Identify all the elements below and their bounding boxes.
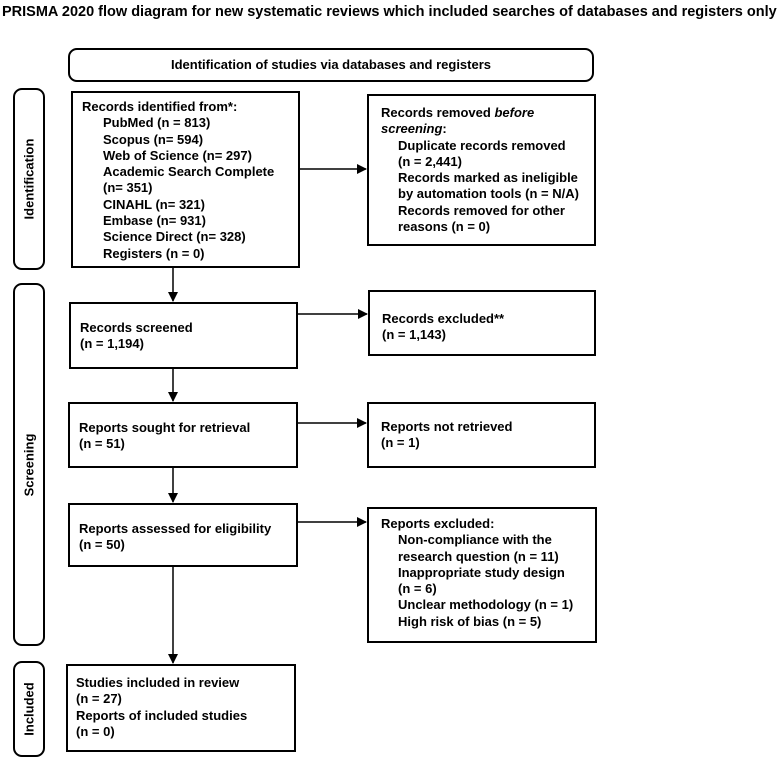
removed-line: by automation tools (n = N/A) — [398, 186, 579, 202]
source-line: Scopus (n= 594) — [103, 131, 204, 147]
exclusion-reason-line: Inappropriate study design — [398, 564, 565, 580]
source-line: Academic Search Complete — [103, 164, 275, 180]
records-excluded-box: Records excluded** (n = 1,143) — [368, 290, 596, 356]
records-removed-heading: Records removed before — [381, 105, 535, 120]
reports-excluded-items: Non-compliance with the research questio… — [381, 532, 595, 630]
source-line: Registers (n = 0) — [103, 245, 205, 261]
records-screened-label: Records screened — [80, 320, 193, 335]
records-removed-items: Duplicate records removed (n = 2,441) Re… — [381, 138, 594, 236]
source-line: CINAHL (n= 321) — [103, 196, 205, 212]
reports-not-retrieved-box: Reports not retrieved (n = 1) — [367, 402, 596, 468]
exclusion-reason-line: Unclear methodology (n = 1) — [398, 597, 574, 613]
included-line: Studies included in review — [76, 675, 240, 690]
records-removed-heading-cont: screening: — [381, 121, 447, 137]
records-screened-count: (n = 1,194) — [80, 336, 144, 352]
included-line: (n = 0) — [76, 723, 115, 739]
phase-included: Included — [13, 661, 45, 757]
studies-included-box: Studies included in review (n = 27) Repo… — [66, 664, 296, 752]
reports-assessed-label: Reports assessed for eligibility — [79, 521, 272, 536]
removed-line: (n = 2,441) — [398, 153, 462, 169]
records-screened-box: Records screened (n = 1,194) — [69, 302, 298, 369]
records-identified-box: Records identified from*: PubMed (n = 81… — [71, 91, 300, 268]
exclusion-reason-line: (n = 6) — [398, 581, 437, 597]
removed-line: Records marked as ineligible — [398, 170, 578, 186]
phase-screening: Screening — [13, 283, 45, 646]
records-excluded-count: (n = 1,143) — [382, 327, 446, 343]
exclusion-reason-line: Non-compliance with the — [398, 532, 552, 548]
records-excluded-label: Records excluded** — [382, 311, 505, 326]
reports-excluded-box: Reports excluded: Non-compliance with th… — [367, 507, 597, 643]
reports-not-retrieved-count: (n = 1) — [381, 435, 420, 451]
source-line: PubMed (n = 813) — [103, 115, 211, 131]
exclusion-reason-line: High risk of bias (n = 5) — [398, 613, 542, 629]
reports-excluded-heading: Reports excluded: — [381, 516, 495, 531]
reports-not-retrieved-label: Reports not retrieved — [381, 419, 513, 434]
identification-header-text: Identification of studies via databases … — [170, 56, 492, 72]
diagram-title: PRISMA 2020 flow diagram for new systema… — [2, 4, 777, 20]
reports-assessed-count: (n = 50) — [79, 537, 125, 553]
reports-assessed-box: Reports assessed for eligibility (n = 50… — [68, 503, 298, 567]
phase-identification: Identification — [13, 88, 45, 270]
records-removed-box: Records removed before screening: Duplic… — [367, 94, 596, 246]
source-line: Science Direct (n= 328) — [103, 229, 246, 245]
removed-line: Duplicate records removed — [398, 137, 566, 153]
reports-sought-box: Reports sought for retrieval (n = 51) — [68, 402, 298, 468]
included-line: Reports of included studies — [76, 707, 248, 723]
source-line: Web of Science (n= 297) — [103, 147, 252, 163]
removed-line: reasons (n = 0) — [398, 219, 491, 235]
identification-header-box: Identification of studies via databases … — [68, 48, 594, 82]
reports-sought-count: (n = 51) — [79, 436, 125, 452]
exclusion-reason-line: research question (n = 11) — [398, 548, 559, 564]
records-identified-sources: PubMed (n = 813) Scopus (n= 594) Web of … — [82, 115, 298, 262]
included-line: (n = 27) — [76, 691, 122, 707]
removed-line: Records removed for other — [398, 202, 565, 218]
source-line: (n= 351) — [103, 180, 153, 196]
reports-sought-label: Reports sought for retrieval — [79, 420, 251, 435]
records-identified-heading: Records identified from*: — [82, 99, 238, 114]
source-line: Embase (n= 931) — [103, 213, 206, 229]
